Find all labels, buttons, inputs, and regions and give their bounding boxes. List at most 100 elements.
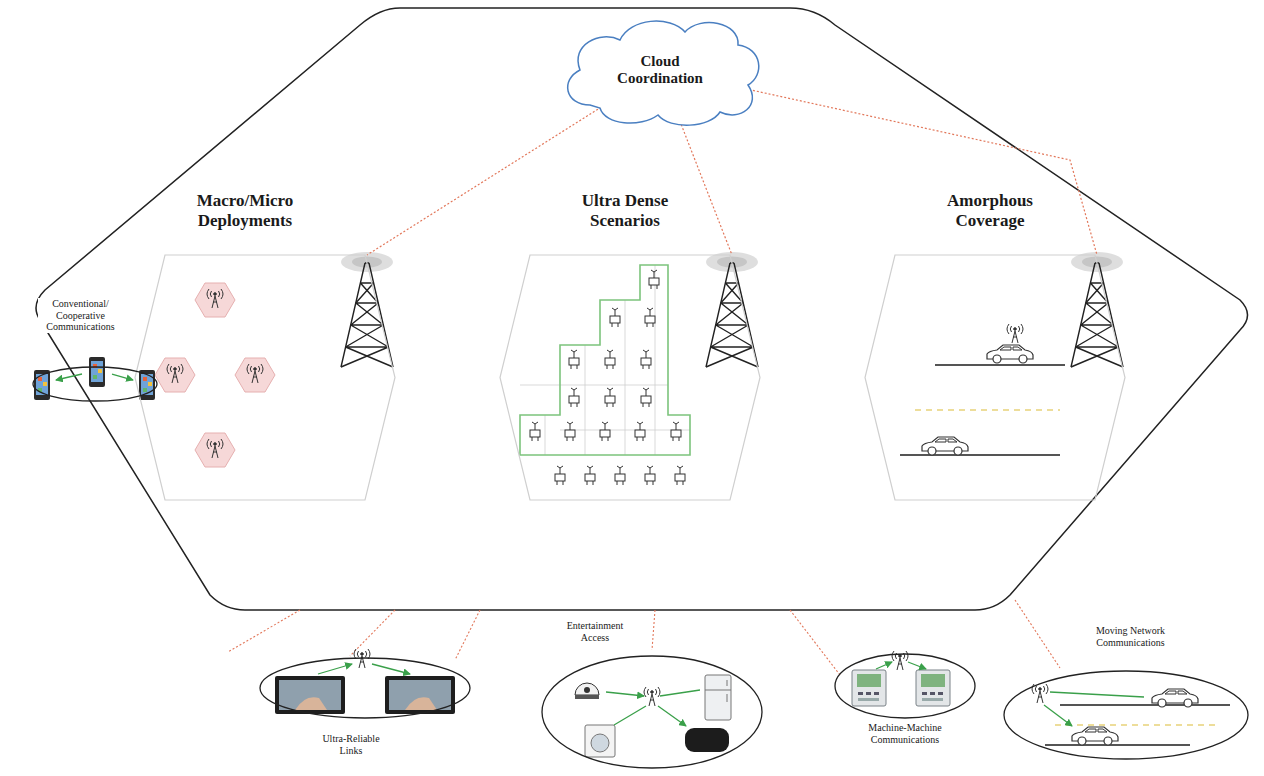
building-outline — [520, 265, 690, 455]
dense-antenna — [615, 466, 625, 485]
base-station-tower — [341, 252, 1123, 367]
deployment-hexagon-outline — [865, 255, 1133, 500]
hexagon-path — [865, 255, 1125, 500]
dense-antenna — [645, 308, 655, 327]
ultra-reliable-tablets — [275, 649, 455, 714]
deployment-hexagon-outline — [135, 255, 403, 500]
home-devices — [575, 683, 599, 695]
home-devices — [705, 680, 731, 702]
dense-antenna — [645, 466, 655, 485]
dense-antenna — [585, 466, 595, 485]
deployment-hexagon: Macro/Micro Deployments — [135, 255, 403, 500]
dense-antenna — [605, 350, 615, 369]
base-station-tower — [706, 252, 758, 367]
ellipse-path — [33, 367, 157, 401]
leader-lines — [228, 600, 1060, 675]
service-ellipse: Machine-Machine Communications — [830, 650, 980, 758]
cooperative-phones — [89, 357, 105, 387]
panel-title: Ultra Dense Scenarios — [555, 191, 695, 230]
service-ellipse: Ultra-Reliable Links — [255, 655, 475, 760]
home-devices — [685, 728, 729, 752]
service-ellipse: Entertainment Access — [540, 620, 765, 772]
dense-antenna — [641, 388, 651, 407]
ellipse-path — [835, 654, 975, 718]
dense-antenna — [610, 308, 620, 327]
deployment-hexagon-outline — [500, 255, 768, 500]
leader-lines — [1015, 600, 1060, 668]
dense-antenna — [555, 466, 565, 485]
dense-antenna — [600, 422, 610, 441]
small-cell — [195, 433, 235, 467]
home-devices — [575, 675, 731, 757]
coordination-link — [745, 89, 1097, 255]
dense-antenna — [569, 350, 579, 369]
node-label: Cloud Coordination — [605, 53, 715, 88]
cooperative-phones — [34, 357, 155, 400]
small-cell — [155, 358, 195, 392]
home-devices — [591, 734, 609, 752]
dense-antenna — [635, 422, 645, 441]
hexagon-path — [500, 255, 760, 500]
home-devices — [585, 725, 615, 757]
antenna-icon — [207, 439, 223, 458]
dense-antenna — [530, 422, 540, 441]
home-devices — [705, 675, 731, 720]
dense-antenna — [641, 350, 651, 369]
antenna-icon — [167, 289, 263, 458]
small-cell — [235, 358, 275, 392]
deployment-hexagon: Amorphous Coverage — [865, 255, 1133, 500]
node-label: Ultra-Reliable Links — [315, 733, 387, 756]
leader-lines — [455, 610, 480, 660]
antenna-icon — [247, 364, 263, 383]
antenna-icon — [207, 289, 223, 308]
small-cell — [195, 283, 235, 317]
road — [900, 324, 1065, 455]
moving-network — [1072, 727, 1118, 745]
home-devices — [644, 687, 660, 706]
road — [1007, 324, 1023, 343]
service-ellipse: Moving Network Communications — [1000, 625, 1252, 760]
building-outline — [520, 265, 690, 455]
cloud-shape: Cloud Coordination — [550, 10, 770, 130]
dense-antenna — [565, 422, 575, 441]
node-label: Entertainment Access — [555, 620, 635, 643]
ellipse-path — [260, 658, 470, 718]
panel-title: Amorphous Coverage — [920, 191, 1060, 230]
leader-lines — [790, 610, 840, 675]
panel-title: Macro/Micro Deployments — [175, 191, 315, 230]
road — [987, 345, 1033, 363]
dense-antenna — [530, 270, 685, 485]
home-devices — [584, 687, 590, 693]
base-station-tower — [1071, 252, 1123, 367]
moving-network — [1045, 705, 1230, 745]
machine-meters — [876, 662, 926, 669]
network-outline — [36, 8, 1248, 610]
road — [900, 365, 1065, 455]
service-ellipse: Conventional/ Cooperative Communications — [28, 298, 163, 406]
coordination-link — [367, 107, 601, 255]
road — [922, 437, 968, 455]
deployment-hexagon: Ultra Dense Scenarios — [500, 255, 768, 500]
ultra-reliable-tablets — [275, 676, 345, 714]
ellipse-path — [542, 656, 762, 768]
road — [915, 409, 1060, 411]
ultra-reliable-tablets — [385, 676, 455, 714]
node-label: Machine-Machine Communications — [860, 722, 950, 745]
building-outline — [520, 265, 690, 455]
cloud-path — [568, 21, 759, 125]
small-cell — [155, 283, 275, 467]
home-devices — [606, 690, 700, 726]
machine-meters — [916, 670, 950, 706]
moving-network — [1055, 724, 1215, 726]
moving-network — [1032, 684, 1048, 703]
leader-lines — [652, 610, 655, 650]
leader-lines — [228, 610, 300, 652]
home-devices — [575, 695, 599, 699]
dense-antenna — [649, 270, 659, 289]
dense-antenna — [569, 388, 579, 407]
dense-antenna — [671, 422, 681, 441]
base-station-tower — [341, 252, 393, 367]
node-label: Conventional/ Cooperative Communications — [38, 298, 123, 333]
dense-antenna — [605, 388, 615, 407]
